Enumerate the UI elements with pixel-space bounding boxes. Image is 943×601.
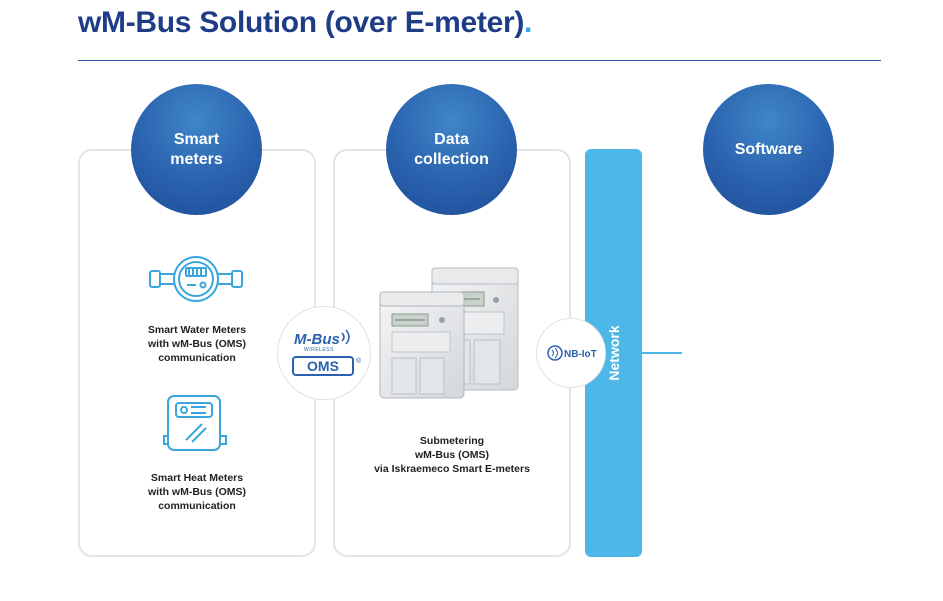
software-label: Software (734, 140, 803, 158)
water-meter-icon (149, 256, 243, 302)
data-collection-line1: Data (434, 130, 469, 148)
nbiot-logo: NB-IoT (547, 345, 597, 361)
mbus-logo-text: M-Bus (294, 331, 340, 348)
heat-line1: Smart Heat Meters (150, 472, 244, 484)
title-divider (78, 60, 881, 61)
water-meter-label: Smart Water Meters with wM-Bus (OMS) com… (118, 323, 276, 365)
water-line3: communication (158, 352, 236, 364)
submetering-label: Submetering wM-Bus (OMS) via Iskraemeco … (350, 434, 554, 476)
submetering-line3: via Iskraemeco Smart E-meters (374, 463, 530, 475)
data-collection-line2: collection (414, 150, 489, 168)
water-line2: with wM-Bus (OMS) (148, 338, 246, 350)
mbus-oms-logo: M-Bus WIRELESS OMS ® (292, 329, 362, 376)
nbiot-text: NB-IoT (564, 349, 597, 360)
page-title: wM-Bus Solution (over E-meter). (78, 6, 533, 39)
smart-meters-panel (78, 149, 316, 557)
oms-logo-text: OMS (307, 358, 339, 374)
heat-line2: with wM-Bus (OMS) (148, 486, 246, 498)
water-line1: Smart Water Meters (147, 324, 247, 336)
smart-meters-circle: Smart meters (131, 84, 262, 215)
smart-meters-line2: meters (170, 150, 223, 168)
mbus-sub-text: WIRELESS (304, 347, 334, 353)
smart-meters-line1: Smart (173, 130, 220, 148)
heat-line3: communication (158, 500, 236, 512)
network-connector-line (642, 352, 682, 354)
software-circle: Software (703, 84, 834, 215)
registered-mark: ® (356, 357, 362, 365)
nbiot-badge: NB-IoT (536, 318, 606, 388)
title-dot: . (524, 6, 533, 39)
heat-meter-label: Smart Heat Meters with wM-Bus (OMS) comm… (118, 471, 276, 513)
mbus-oms-badge: M-Bus WIRELESS OMS ® (277, 306, 371, 400)
submetering-line1: Submetering (419, 435, 485, 447)
network-label: Network (605, 325, 622, 381)
data-collection-circle: Data collection (386, 84, 517, 215)
smart-e-meters-image (379, 267, 519, 399)
heat-meter-icon (163, 395, 227, 451)
submetering-line2: wM-Bus (OMS) (414, 449, 490, 461)
